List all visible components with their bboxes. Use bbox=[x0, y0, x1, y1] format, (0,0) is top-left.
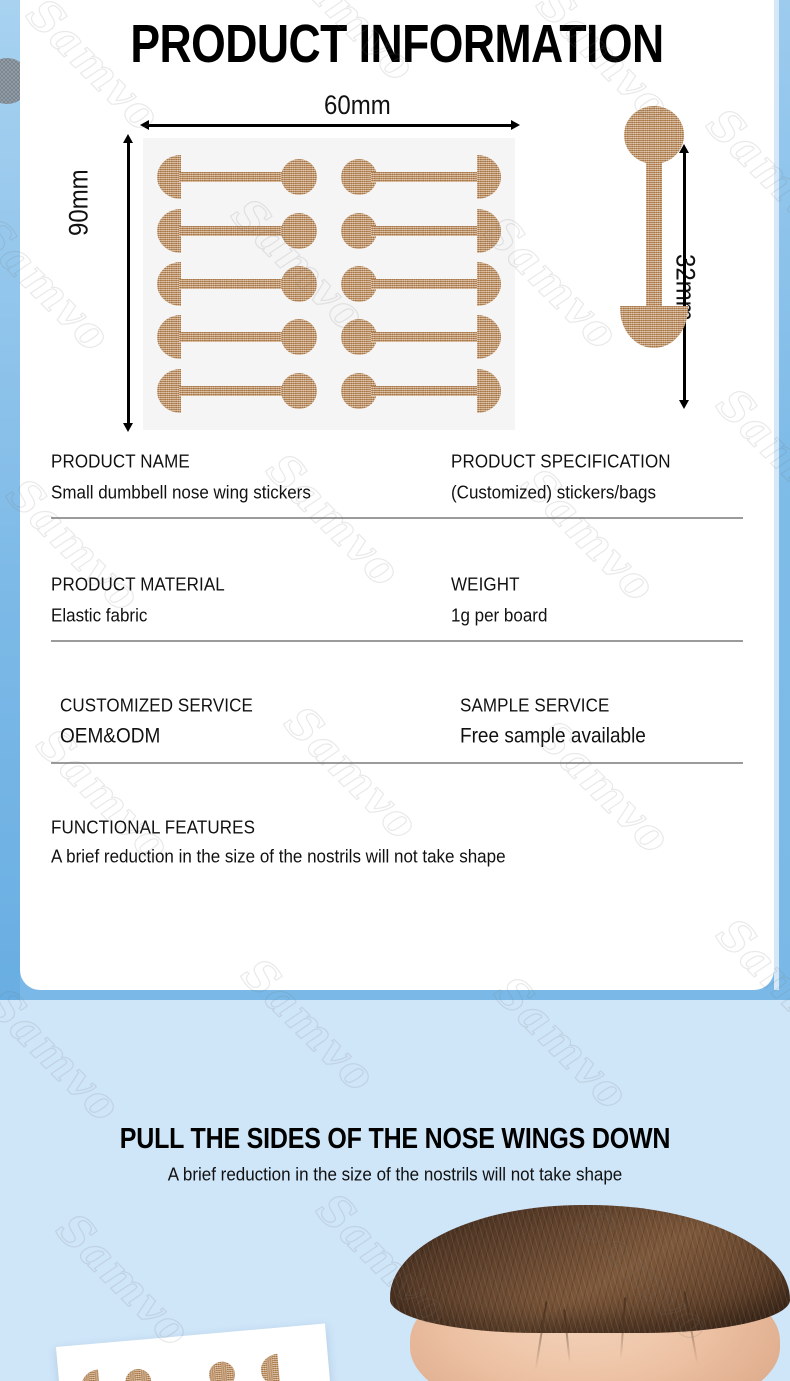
single-sticker-dimension-arrow bbox=[679, 144, 689, 409]
spec-divider bbox=[51, 640, 743, 642]
nose-sticker bbox=[341, 367, 501, 415]
spec-value: 1g per board bbox=[451, 605, 548, 626]
sticker-row bbox=[157, 367, 501, 415]
nose-sticker bbox=[157, 367, 317, 415]
spec-row-product-name: PRODUCT NAME Small dumbbell nose wing st… bbox=[51, 451, 743, 521]
page-title-block: PRODUCT INFORMATION PRODUCT INFORMATION bbox=[20, 0, 774, 85]
spec-key: PRODUCT NAME bbox=[51, 451, 190, 472]
spec-row-product-material: PRODUCT MATERIAL Elastic fabric WEIGHT 1… bbox=[51, 574, 743, 644]
nose-sticker bbox=[341, 313, 501, 361]
sticker-row bbox=[157, 153, 501, 201]
width-dimension-label: 60mm bbox=[324, 90, 391, 121]
page-title-ghost: PRODUCT INFORMATION bbox=[20, 0, 774, 10]
spec-value: Free sample available bbox=[460, 724, 646, 748]
model-hair bbox=[390, 1205, 790, 1333]
spec-row-customized-service: CUSTOMIZED SERVICE OEM&ODM SAMPLE SERVIC… bbox=[51, 695, 743, 766]
card-edge-highlight bbox=[774, 0, 779, 990]
spec-value: Small dumbbell nose wing stickers bbox=[51, 482, 311, 503]
usage-subtitle: A brief reduction in the size of the nos… bbox=[167, 1164, 623, 1185]
nose-sticker bbox=[341, 153, 501, 201]
width-dimension-arrow bbox=[140, 120, 520, 130]
usage-title: PULL THE SIDES OF THE NOSE WINGS DOWN bbox=[119, 1122, 671, 1156]
sticker-row bbox=[157, 207, 501, 255]
spec-divider bbox=[51, 762, 743, 764]
nose-sticker bbox=[157, 313, 317, 361]
spec-value: A brief reduction in the size of the nos… bbox=[51, 846, 506, 867]
spec-key: FUNCTIONAL FEATURES bbox=[51, 817, 256, 838]
sample-sheet-card bbox=[55, 1323, 339, 1381]
nose-sticker bbox=[157, 153, 317, 201]
usage-section: PULL THE SIDES OF THE NOSE WINGS DOWN A … bbox=[0, 1000, 790, 1381]
spec-key: PRODUCT SPECIFICATION bbox=[451, 451, 671, 472]
nose-sticker bbox=[341, 207, 501, 255]
spec-divider bbox=[51, 517, 743, 519]
sticker-row bbox=[157, 313, 501, 361]
sticker-sheet-image bbox=[143, 138, 515, 430]
nose-sticker bbox=[157, 207, 317, 255]
spec-key: WEIGHT bbox=[451, 574, 520, 595]
nose-sticker bbox=[157, 260, 317, 308]
left-blue-strip bbox=[0, 0, 20, 1000]
spec-row-functional-features: FUNCTIONAL FEATURES A brief reduction in… bbox=[51, 817, 743, 869]
spec-value: OEM&ODM bbox=[60, 724, 161, 748]
spec-value: (Customized) stickers/bags bbox=[451, 482, 657, 503]
spec-value: Elastic fabric bbox=[51, 605, 148, 626]
model-photo bbox=[390, 1205, 790, 1381]
spec-key: SAMPLE SERVICE bbox=[460, 695, 610, 716]
page-title: PRODUCT INFORMATION bbox=[130, 13, 664, 74]
spec-key: PRODUCT MATERIAL bbox=[51, 574, 225, 595]
specification-table: PRODUCT NAME Small dumbbell nose wing st… bbox=[51, 451, 743, 869]
spec-card: PRODUCT INFORMATION PRODUCT INFORMATION … bbox=[20, 0, 774, 990]
spec-section: PRODUCT INFORMATION PRODUCT INFORMATION … bbox=[0, 0, 790, 1000]
product-dimension-diagram: 60mm 90mm 32mm bbox=[20, 86, 774, 446]
height-dimension-label: 90mm bbox=[64, 169, 95, 236]
nose-sticker bbox=[341, 260, 501, 308]
sticker-row bbox=[157, 260, 501, 308]
spec-key: CUSTOMIZED SERVICE bbox=[60, 695, 253, 716]
height-dimension-arrow bbox=[123, 134, 133, 432]
single-sticker-closeup bbox=[616, 106, 692, 358]
